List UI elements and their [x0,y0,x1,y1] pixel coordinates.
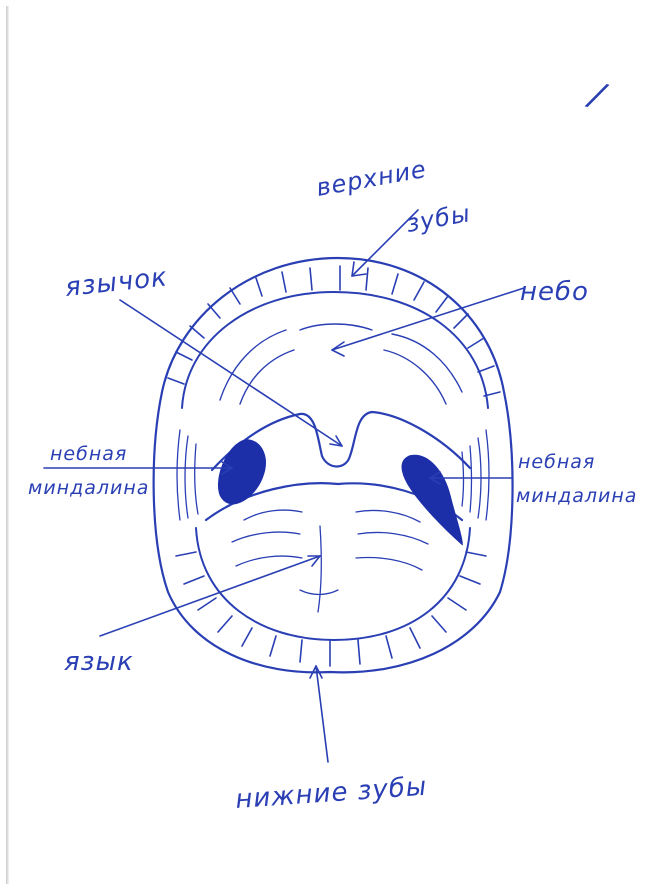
tooth-divider [432,616,446,632]
label-upper-teeth-line1: верхние [314,155,429,202]
palate-ridges [220,324,462,404]
tooth-divider [366,268,368,290]
tooth-divider [436,296,448,312]
tooth-divider [208,304,220,318]
label-left-tonsil-line2: миндалина [28,477,149,499]
tooth-divider [300,640,302,662]
tooth-divider [386,636,392,658]
tooth-divider [478,366,494,372]
label-palate: небо [520,277,589,307]
tooth-divider [242,628,252,646]
tongue-grooves [232,510,428,612]
tooth-divider [256,278,262,296]
lower-teeth-inner-arc [196,528,470,640]
arrow-lower-teeth [316,666,328,762]
lower-teeth [176,552,486,666]
tooth-divider [230,288,240,304]
label-left-tonsil-line1: небная [50,443,127,465]
tooth-divider [176,352,192,360]
label-right-tonsil-line2: миндалина [516,485,637,507]
tooth-divider [466,552,486,556]
tooth-divider [282,272,286,292]
tooth-divider [454,314,468,328]
tooth-divider [468,338,484,348]
tooth-divider [358,640,360,664]
label-uvula: язычок [64,262,170,303]
tooth-divider [168,378,184,384]
upper-teeth-inner-arc [182,292,488,408]
tooth-divider [392,274,398,294]
tooth-divider [176,552,196,556]
arrow-tongue [100,556,320,636]
tooth-divider [184,576,204,584]
arrow-palate [332,288,524,350]
tooth-divider [448,598,466,610]
label-right-tonsil-line1: небная [518,451,595,473]
tooth-divider [310,268,312,290]
tooth-divider [410,628,420,648]
tooth-divider [270,636,276,656]
label-tongue: язык [64,647,134,677]
right-tonsil [402,455,462,544]
tooth-divider [460,576,480,584]
tooth-divider [414,282,424,300]
label-lower-teeth: нижние зубы [234,772,428,815]
tooth-divider [218,616,232,632]
label-upper-teeth-line2: зубы [404,199,473,238]
page-mark: / [582,74,611,118]
tooth-divider [190,326,204,338]
